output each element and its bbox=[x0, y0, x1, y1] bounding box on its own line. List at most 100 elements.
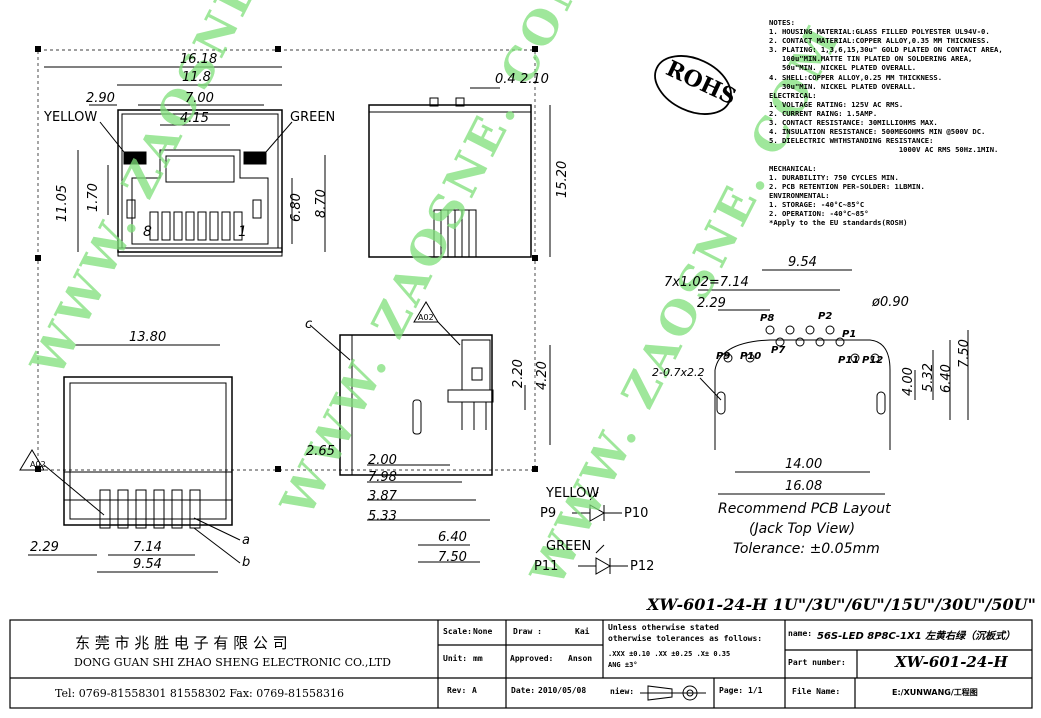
tol-line-1: Unless otherwise stated bbox=[608, 623, 719, 632]
approved-label: Approved: bbox=[510, 654, 554, 663]
tol-line-4: ANG ±3° bbox=[608, 661, 638, 669]
rev-value: A bbox=[472, 686, 477, 695]
date-label: Date: bbox=[511, 686, 536, 695]
dim-9-54: 9.54 bbox=[133, 557, 162, 572]
pcb-dim-16-08: 16.08 bbox=[785, 479, 823, 494]
dim-6-40: 6.40 bbox=[438, 530, 467, 545]
pcb-pin-p12: P12 bbox=[862, 355, 884, 366]
dim-6-80: 6.80 bbox=[289, 193, 304, 222]
page-label: Page: bbox=[719, 686, 744, 695]
pcb-dim-6-40: 6.40 bbox=[939, 364, 954, 393]
scale-label: Scale: bbox=[443, 627, 472, 636]
draw-label: Draw : bbox=[513, 627, 542, 636]
page-value: 1/1 bbox=[748, 686, 763, 695]
company-en: DONG GUAN SHI ZHAO SHENG ELECTRONIC CO.,… bbox=[74, 656, 391, 669]
dim-4-20: 4.20 bbox=[535, 361, 550, 390]
led-symbols bbox=[572, 491, 628, 575]
label-a02-side: A02 bbox=[418, 313, 434, 322]
dim-7-00: 7.00 bbox=[185, 91, 214, 106]
dim-3-87: 3.87 bbox=[368, 489, 397, 504]
label-yellow: YELLOW bbox=[44, 110, 98, 125]
dim-1-70: 1.70 bbox=[86, 183, 101, 212]
pcb-dim-2-0-7x2-2: 2-0.7x2.2 bbox=[652, 366, 705, 379]
dim-11-05: 11.05 bbox=[55, 184, 70, 222]
label-c: c bbox=[305, 317, 313, 332]
label-a: a bbox=[242, 533, 250, 548]
date-value: 2010/05/08 bbox=[538, 686, 587, 695]
tol-line-2: otherwise tolerances as follows: bbox=[608, 634, 763, 643]
bottom-front-view bbox=[19, 344, 241, 573]
view-label: niew: bbox=[610, 687, 635, 696]
pcb-pin-p7: P7 bbox=[771, 345, 786, 356]
company-cn: 东 莞 市 兆 胜 电 子 有 限 公 司 bbox=[75, 634, 288, 652]
led-p11: P11 bbox=[534, 559, 559, 574]
pcb-caption-2: (Jack Top View) bbox=[749, 521, 856, 537]
dim-2-00: 2.00 bbox=[368, 453, 397, 468]
name-label: name: bbox=[788, 629, 813, 638]
approved-value: Anson bbox=[568, 654, 593, 663]
label-b: b bbox=[242, 555, 251, 570]
dim-2-65: 2.65 bbox=[306, 444, 335, 459]
pcb-dim-4-00: 4.00 bbox=[901, 367, 916, 396]
pcb-dim-7-50: 7.50 bbox=[957, 339, 972, 368]
dim-8-70: 8.70 bbox=[314, 189, 329, 218]
model-title: XW-601-24-H 1U"/3U"/6U"/15U"/30U"/50U" bbox=[647, 595, 1036, 614]
pcb-pin-p2: P2 bbox=[818, 311, 833, 322]
file-value: E:/XUNWANG/工程图 bbox=[892, 688, 978, 697]
part-value: XW-601-24-H bbox=[895, 653, 1008, 671]
dim-7-50: 7.50 bbox=[438, 550, 467, 565]
file-label: File Name: bbox=[792, 687, 841, 696]
tel-fax: Tel: 0769-81558301 81558302 Fax: 0769-81… bbox=[55, 687, 344, 700]
dim-5-33: 5.33 bbox=[368, 509, 397, 524]
pcb-caption-1: Recommend PCB Layout bbox=[718, 501, 891, 517]
pcb-pin-p9: P9 bbox=[716, 351, 731, 362]
led-p10: P10 bbox=[624, 506, 649, 521]
dim-2-29: 2.29 bbox=[30, 540, 59, 555]
dim-0-4: 0.4 bbox=[495, 72, 516, 87]
led-yellow-label: YELLOW bbox=[546, 486, 600, 501]
pcb-dim-7x1-02: 7x1.02=7.14 bbox=[664, 275, 749, 290]
boundary-dashed bbox=[37, 49, 536, 471]
dim-4-15: 4.15 bbox=[180, 111, 209, 126]
pcb-pin-p8: P8 bbox=[760, 313, 775, 324]
dim-15-20: 15.20 bbox=[555, 160, 570, 198]
tol-line-3: .XXX ±0.10 .XX ±0.25 .X± 0.35 bbox=[608, 650, 731, 658]
led-p9: P9 bbox=[540, 506, 557, 521]
pcb-dim-9-54: 9.54 bbox=[788, 255, 817, 270]
unit-value: mm bbox=[473, 654, 483, 663]
side-view-top bbox=[368, 87, 551, 258]
front-view bbox=[44, 66, 326, 257]
unit-label: Unit: bbox=[443, 654, 468, 663]
led-green-label: GREEN bbox=[546, 539, 592, 554]
dim-16-18: 16.18 bbox=[180, 52, 218, 67]
pcb-pin-p1: P1 bbox=[842, 329, 857, 340]
scale-value: None bbox=[473, 627, 493, 636]
label-a02-bottom: A02 bbox=[30, 460, 46, 469]
pin-8-label: 8 bbox=[143, 224, 152, 240]
side-view-bottom bbox=[309, 301, 551, 563]
pcb-dim-2-29: 2.29 bbox=[697, 296, 726, 311]
corner-markers bbox=[35, 46, 538, 472]
pcb-pin-p10: P10 bbox=[740, 351, 762, 362]
label-green: GREEN bbox=[290, 110, 336, 125]
dim-7-98: 7.98 bbox=[368, 470, 397, 485]
title-block-lines bbox=[9, 619, 1033, 709]
rev-label: Rev: bbox=[447, 686, 467, 695]
projection-symbol bbox=[640, 685, 706, 701]
pcb-dim-0-90: ø0.90 bbox=[872, 295, 909, 310]
dim-13-80: 13.80 bbox=[129, 330, 167, 345]
draw-value: Kai bbox=[575, 627, 590, 636]
notes-block: NOTES: 1. HOUSING MATERIAL:GLASS FILLED … bbox=[769, 18, 1003, 228]
pcb-pin-p11: P11 bbox=[838, 355, 860, 366]
dim-2-20: 2.20 bbox=[511, 359, 526, 388]
led-p12: P12 bbox=[630, 559, 655, 574]
pcb-dim-5-32: 5.32 bbox=[921, 363, 936, 392]
name-value: 56S-LED 8P8C-1X1 左黄右绿（沉板式） bbox=[817, 631, 1016, 642]
dim-2-90: 2.90 bbox=[86, 91, 115, 106]
pin-1-label: 1 bbox=[238, 224, 247, 240]
pcb-layout-drawing bbox=[698, 269, 969, 495]
dim-2-10: 2.10 bbox=[520, 72, 549, 87]
pcb-dim-14-00: 14.00 bbox=[785, 457, 823, 472]
dim-7-14: 7.14 bbox=[133, 540, 162, 555]
